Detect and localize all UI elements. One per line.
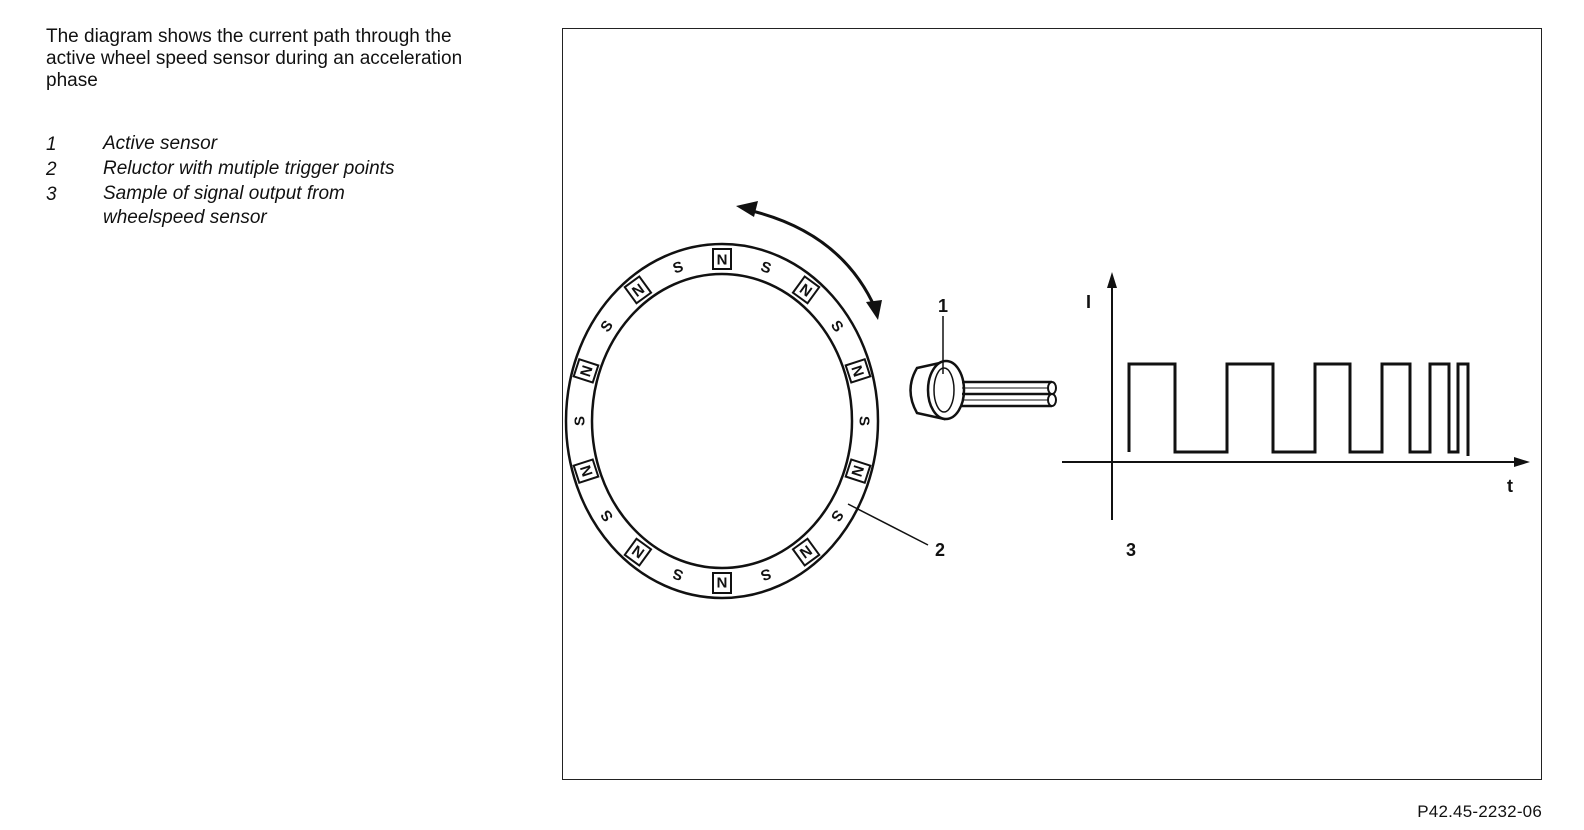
north-pole-marker: N bbox=[791, 537, 821, 567]
legend-number: 3 bbox=[46, 184, 57, 205]
pole-label: N bbox=[717, 574, 728, 591]
legend-list: 1 Active sensor 2 Reluctor with mutiple … bbox=[46, 132, 506, 230]
figure-code: P42.45-2232-06 bbox=[1417, 802, 1542, 821]
pole-label: S bbox=[827, 317, 847, 335]
pole-label: S bbox=[759, 565, 774, 584]
signal-waveform bbox=[1127, 362, 1470, 456]
south-pole-marker: S bbox=[671, 565, 686, 584]
x-axis-arrow-icon bbox=[1514, 457, 1530, 467]
south-pole-marker: S bbox=[597, 317, 617, 335]
y-axis-label: I bbox=[1086, 292, 1091, 312]
south-pole-marker: S bbox=[759, 258, 774, 277]
callout-reluctor: 2 bbox=[935, 540, 945, 560]
pole-label: S bbox=[856, 416, 873, 426]
pole-label: S bbox=[671, 258, 686, 277]
pole-label: N bbox=[577, 463, 597, 479]
south-pole-marker: S bbox=[671, 258, 686, 277]
north-pole-marker: N bbox=[623, 537, 653, 567]
legend-number: 2 bbox=[46, 159, 57, 180]
x-axis-label: t bbox=[1507, 476, 1513, 496]
pole-label: S bbox=[671, 565, 686, 584]
active-sensor-icon bbox=[909, 359, 1057, 421]
callout-sensor: 1 bbox=[938, 296, 948, 316]
pole-label: S bbox=[572, 416, 589, 426]
north-pole-marker: N bbox=[791, 275, 821, 305]
y-axis-arrow-icon bbox=[1107, 272, 1117, 288]
north-pole-marker: N bbox=[572, 458, 600, 485]
diagram-frame bbox=[562, 28, 1542, 780]
south-pole-marker: S bbox=[572, 416, 589, 426]
north-pole-marker: N bbox=[712, 572, 732, 594]
north-pole-marker: N bbox=[623, 275, 653, 305]
legend-item: 3 Sample of signal output from wheelspee… bbox=[46, 182, 506, 230]
pole-label: N bbox=[847, 463, 867, 479]
north-pole-marker: N bbox=[844, 357, 872, 384]
north-pole-marker: N bbox=[712, 248, 732, 270]
callout-line-reluctor bbox=[847, 503, 929, 546]
signal-graph: I t 3 bbox=[1062, 272, 1530, 560]
pole-label: N bbox=[577, 363, 597, 379]
legend-text: Sample of signal output from wheelspeed … bbox=[103, 183, 345, 228]
south-pole-marker: S bbox=[759, 565, 774, 584]
pole-label: S bbox=[827, 507, 847, 525]
callout-signal: 3 bbox=[1126, 540, 1136, 560]
pole-label: S bbox=[597, 317, 617, 335]
south-pole-marker: S bbox=[827, 507, 847, 525]
legend-item: 2 Reluctor with mutiple trigger points bbox=[46, 157, 506, 182]
south-pole-marker: S bbox=[827, 317, 847, 335]
legend-text: Active sensor bbox=[103, 133, 218, 154]
north-pole-marker: N bbox=[572, 357, 600, 384]
south-pole-marker: S bbox=[856, 416, 873, 426]
pole-label: S bbox=[759, 258, 774, 277]
diagram-description: The diagram shows the current path throu… bbox=[46, 26, 463, 91]
pole-label: N bbox=[717, 252, 728, 269]
legend-number: 1 bbox=[46, 134, 57, 155]
legend-text: Reluctor with mutiple trigger points bbox=[103, 158, 395, 179]
north-pole-marker: N bbox=[844, 458, 872, 485]
pole-label: N bbox=[847, 363, 867, 379]
rotation-arrow-icon bbox=[736, 201, 882, 320]
legend-item: 1 Active sensor bbox=[46, 132, 506, 157]
south-pole-marker: S bbox=[597, 507, 617, 525]
pole-label: S bbox=[597, 507, 617, 525]
